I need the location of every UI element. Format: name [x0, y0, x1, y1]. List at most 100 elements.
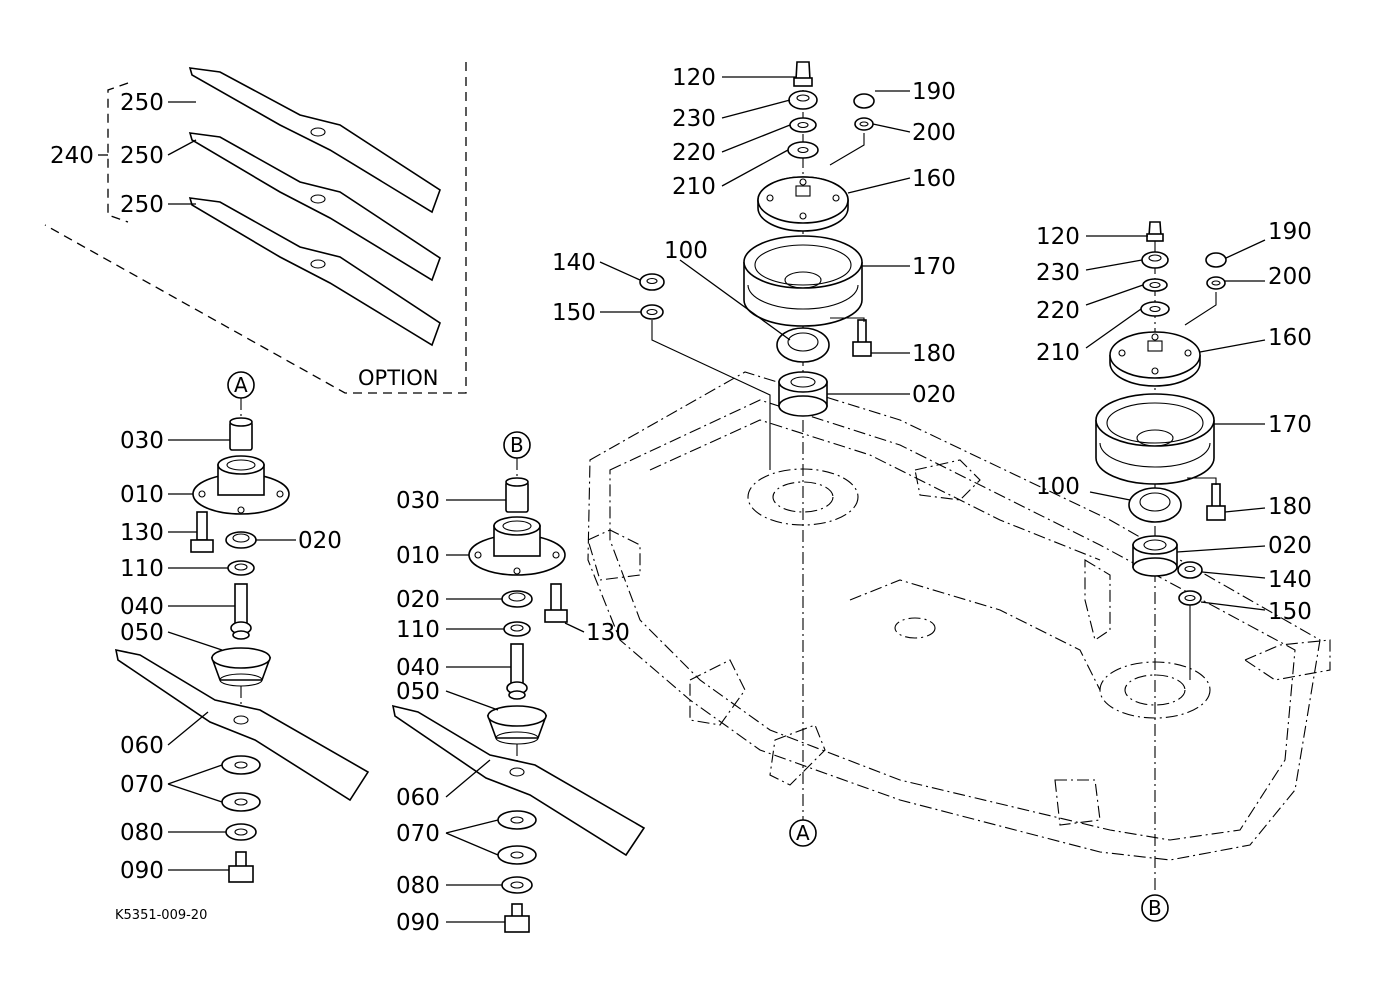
part-220-washer-right	[1142, 278, 1168, 292]
label-070-a: 070	[120, 772, 164, 798]
part-130-bolt-a	[190, 511, 214, 553]
part-110-seal-b	[503, 621, 531, 637]
ref-a-bottom: A	[796, 821, 810, 845]
label-220-center: 220	[672, 140, 716, 166]
part-060-blade-b	[391, 704, 646, 857]
label-110-b: 110	[396, 617, 440, 643]
part-230-nut-right	[1141, 251, 1169, 269]
label-190-center: 190	[912, 79, 956, 105]
blade-250-bottom	[188, 197, 441, 347]
part-040-shaft-a	[230, 583, 252, 640]
label-250-middle: 250	[120, 143, 164, 169]
label-190-right: 190	[1268, 219, 1312, 245]
part-100-seal-right	[1128, 487, 1182, 523]
ref-b-top: B	[510, 433, 524, 457]
part-080-lock-washer-b	[501, 876, 533, 894]
part-010-housing-b	[468, 516, 566, 576]
label-110-a: 110	[120, 556, 164, 582]
part-030-spacer-b	[505, 477, 529, 513]
part-170-pulley-right	[1095, 393, 1215, 485]
label-010-a: 010	[120, 482, 164, 508]
label-070-b: 070	[396, 821, 440, 847]
part-190-nut-right	[1205, 252, 1227, 268]
part-090-bolt-a	[228, 851, 254, 883]
label-200-center: 200	[912, 120, 956, 146]
label-060-b: 060	[396, 785, 440, 811]
label-170-right: 170	[1268, 412, 1312, 438]
label-140-center: 140	[552, 250, 596, 276]
part-170-pulley-center	[743, 235, 863, 327]
part-020-bearing-a	[225, 531, 257, 549]
label-120-center: 120	[672, 65, 716, 91]
part-030-spacer-a	[229, 417, 253, 451]
label-160-right: 160	[1268, 325, 1312, 351]
part-110-seal-a	[227, 560, 255, 576]
part-180-bolt-center	[852, 319, 872, 357]
part-120-grease-fitting-right	[1146, 221, 1164, 242]
part-140-nut-center	[639, 273, 665, 291]
label-020-a: 020	[298, 528, 342, 554]
label-120-right: 120	[1036, 224, 1080, 250]
label-170-center: 170	[912, 254, 956, 280]
label-090-b: 090	[396, 910, 440, 936]
part-200-washer-right	[1206, 276, 1226, 290]
label-200-right: 200	[1268, 264, 1312, 290]
option-label: OPTION	[358, 366, 438, 390]
label-020-b: 020	[396, 587, 440, 613]
part-050-blade-holder-a	[210, 647, 272, 687]
label-130-b: 130	[586, 620, 630, 646]
part-040-shaft-b	[506, 643, 528, 700]
label-180-center: 180	[912, 341, 956, 367]
option-blade-set: OPTION 240 250 250 250	[44, 62, 467, 394]
spindle-assembly-a: A	[114, 371, 370, 884]
part-200-washer-center	[854, 117, 874, 131]
part-020-bearing-b	[501, 590, 533, 608]
part-210-washer-center	[787, 141, 819, 159]
part-100-seal-center	[776, 327, 830, 363]
label-180-right: 180	[1268, 494, 1312, 520]
label-150-right: 150	[1268, 599, 1312, 625]
part-140-nut-right	[1177, 561, 1203, 579]
label-050-b: 050	[396, 679, 440, 705]
label-210-right: 210	[1036, 340, 1080, 366]
label-240: 240	[50, 143, 94, 169]
label-100-right: 100	[1036, 474, 1080, 500]
label-250-top: 250	[120, 90, 164, 116]
label-040-b: 040	[396, 655, 440, 681]
part-150-washer-right	[1178, 590, 1202, 606]
part-010-housing-a	[192, 455, 290, 515]
part-070-washers-b	[497, 810, 537, 865]
label-210-center: 210	[672, 174, 716, 200]
mower-deck-outline	[587, 371, 1331, 861]
label-230-center: 230	[672, 106, 716, 132]
part-190-nut-center	[853, 93, 875, 109]
label-080-a: 080	[120, 820, 164, 846]
spindle-assembly-b: B	[391, 431, 646, 936]
label-100-center: 100	[664, 238, 708, 264]
label-050-a: 050	[120, 620, 164, 646]
part-130-bolt-b	[544, 583, 568, 623]
part-210-washer-right	[1140, 301, 1170, 317]
blade-250-middle	[188, 132, 441, 282]
part-050-blade-holder-b	[486, 705, 548, 745]
blade-250-top	[188, 67, 441, 214]
part-020-bearing-center	[778, 371, 828, 417]
part-060-blade-a	[114, 648, 370, 802]
label-250-bottom: 250	[120, 192, 164, 218]
part-090-bolt-b	[504, 903, 530, 933]
part-120-grease-fitting-center	[793, 61, 813, 87]
label-060-a: 060	[120, 733, 164, 759]
ref-a-top: A	[234, 373, 248, 397]
label-130-a: 130	[120, 520, 164, 546]
label-230-right: 230	[1036, 260, 1080, 286]
part-230-nut-center	[788, 90, 818, 110]
label-020-center: 020	[912, 382, 956, 408]
part-150-washer-center	[640, 304, 664, 320]
part-220-washer-center	[789, 117, 817, 133]
part-180-bolt-right	[1206, 483, 1226, 521]
label-080-b: 080	[396, 873, 440, 899]
label-160-center: 160	[912, 166, 956, 192]
label-040-a: 040	[120, 594, 164, 620]
label-220-right: 220	[1036, 298, 1080, 324]
